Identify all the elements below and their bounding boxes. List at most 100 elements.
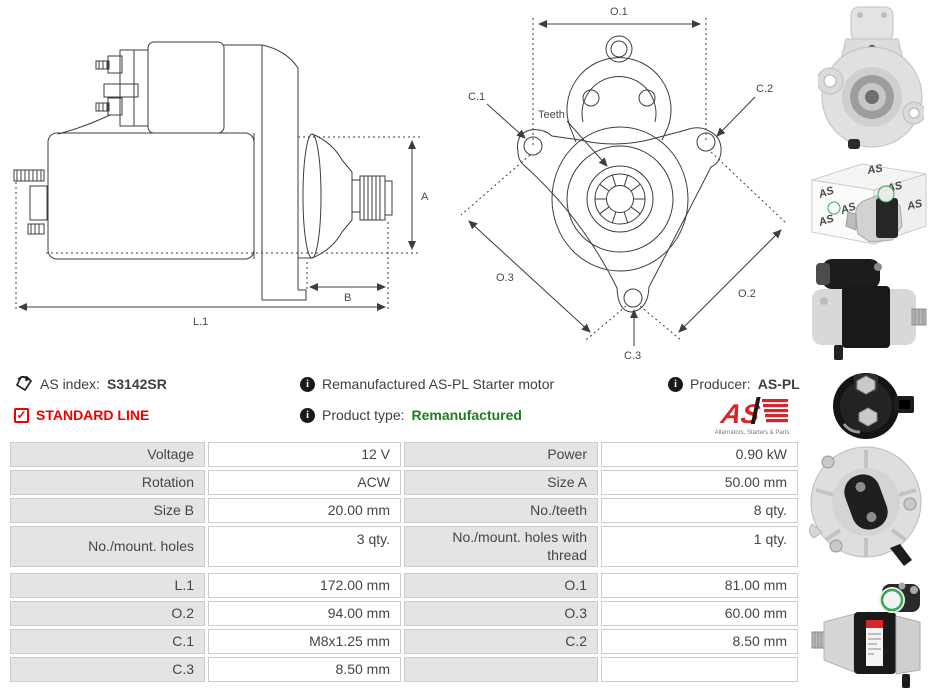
product-photo-side-view[interactable] (808, 255, 928, 368)
table-row: O.2 94.00 mm O.3 60.00 mm (10, 601, 798, 626)
spec-label: O.3 (404, 601, 598, 626)
spec-label: C.2 (404, 629, 598, 654)
spec-label: No./mount. holes with thread (404, 526, 598, 567)
dim-b-label: B (344, 292, 351, 304)
standard-line-label: STANDARD LINE (36, 407, 150, 423)
hole-c3 (623, 288, 643, 308)
product-photo-rear-bracket[interactable] (806, 440, 928, 577)
table-row: Voltage 12 V Power 0.90 kW (10, 442, 798, 467)
spec-value: 8.50 mm (601, 629, 798, 654)
tag-icon (15, 376, 33, 392)
svg-text:AS: AS (865, 162, 884, 177)
hole-c2 (696, 132, 716, 152)
spec-value: 0.90 kW (601, 442, 798, 467)
svg-text:AS: AS (816, 185, 836, 202)
producer-label: Producer: (690, 376, 751, 392)
table-row: C.1 M8x1.25 mm C.2 8.50 mm (10, 629, 798, 654)
front-view-technical-drawing: O.1 C.1 C.2 Teeth O.3 O.2 C.3 (460, 6, 788, 362)
spec-table: Voltage 12 V Power 0.90 kW Rotation ACW … (10, 442, 798, 685)
motor-body-outline (47, 132, 255, 260)
spec-label: O.2 (10, 601, 205, 626)
dim-c2-label: C.2 (756, 83, 773, 95)
side-view-technical-drawing: A B L.1 (13, 41, 429, 328)
solenoid-outline (147, 41, 225, 134)
spec-label: Size B (10, 498, 205, 523)
spec-value: 60.00 mm (601, 601, 798, 626)
product-type-field: i Product type: Remanufactured (300, 407, 522, 423)
dim-o2-line (678, 229, 782, 333)
dim-o3-line (468, 220, 591, 333)
dim-a-label: A (421, 191, 429, 203)
table-row: Rotation ACW Size A 50.00 mm (10, 470, 798, 495)
dim-o2-label: O.2 (738, 288, 756, 300)
teeth-label: Teeth (538, 109, 565, 121)
spec-value: 12 V (208, 442, 401, 467)
spec-value (601, 657, 798, 682)
product-photo-label-view[interactable] (810, 578, 926, 695)
product-type-value: Remanufactured (411, 407, 522, 423)
producer-field: i Producer: AS-PL (668, 376, 800, 392)
spec-label: Rotation (10, 470, 205, 495)
mounting-plate-outline (517, 127, 722, 313)
spec-value: M8x1.25 mm (208, 629, 401, 654)
gear-teeth (595, 175, 645, 223)
spec-label: L.1 (10, 573, 205, 598)
dim-c1-label: C.1 (468, 91, 485, 103)
solenoid-end-photo (833, 373, 914, 439)
starter-front-view-photo (816, 6, 926, 149)
spec-value: 81.00 mm (601, 573, 798, 598)
table-row: L.1 172.00 mm O.1 81.00 mm (10, 573, 798, 598)
as-index-label: AS index: (40, 376, 100, 392)
svg-text:AS: AS (905, 197, 924, 213)
spec-value: 50.00 mm (601, 470, 798, 495)
info-icon: i (300, 376, 315, 392)
spec-label: C.1 (10, 629, 205, 654)
spec-label: No./teeth (404, 498, 598, 523)
spec-label: Voltage (10, 442, 205, 467)
spec-value: 8 qty. (601, 498, 798, 523)
spec-label: O.1 (404, 573, 598, 598)
rear-bracket-photo (808, 446, 922, 566)
hole-c1 (523, 136, 543, 156)
spec-label: Power (404, 442, 598, 467)
product-photo-front-view[interactable] (816, 5, 926, 156)
spec-value: 172.00 mm (208, 573, 401, 598)
svg-text:AS: AS (816, 213, 836, 230)
info-icon: i (668, 376, 683, 392)
dim-o1-label: O.1 (610, 6, 628, 18)
table-row: No./mount. holes 3 qty. No./mount. holes… (10, 526, 798, 567)
info-icon: i (300, 407, 315, 423)
standard-line-field: ✓ STANDARD LINE (14, 407, 149, 423)
dim-c3-label: C.3 (624, 350, 641, 362)
spec-label: C.3 (10, 657, 205, 682)
product-photo-box[interactable]: AS AS AS AS AS AS AS (804, 152, 932, 257)
product-description: i Remanufactured AS-PL Starter motor (300, 376, 554, 392)
as-index-value: S3142SR (106, 376, 167, 392)
as-pl-logo: AS Alternators, Starters & Parts (715, 397, 789, 436)
spec-value: 1 qty. (601, 526, 798, 567)
table-row: C.3 8.50 mm (10, 657, 798, 682)
product-description-text: Remanufactured AS-PL Starter motor (322, 376, 555, 392)
dim-l1-label: L.1 (193, 316, 208, 328)
spec-value: 20.00 mm (208, 498, 401, 523)
spec-value: 3 qty. (208, 526, 401, 567)
spec-value: 94.00 mm (208, 601, 401, 626)
top-mount-hole (610, 40, 628, 58)
spec-value: 8.50 mm (208, 657, 401, 682)
starter-label-view-photo (811, 582, 921, 688)
logo-stripes (762, 399, 788, 423)
spec-label: No./mount. holes (10, 526, 205, 567)
table-row: Size B 20.00 mm No./teeth 8 qty. (10, 498, 798, 523)
starter-side-view-photo (812, 259, 927, 360)
product-photo-solenoid-end[interactable] (818, 372, 918, 445)
packaging-box-photo: AS AS AS AS AS AS AS (811, 162, 927, 245)
spec-label (404, 657, 598, 682)
spec-value: ACW (208, 470, 401, 495)
dim-o3-label: O.3 (496, 272, 514, 284)
spec-label: Size A (404, 470, 598, 495)
product-type-label: Product type: (322, 407, 405, 423)
checked-checkbox-icon: ✓ (14, 407, 29, 423)
as-index-field: AS index: S3142SR (14, 376, 167, 392)
producer-value: AS-PL (757, 376, 800, 392)
